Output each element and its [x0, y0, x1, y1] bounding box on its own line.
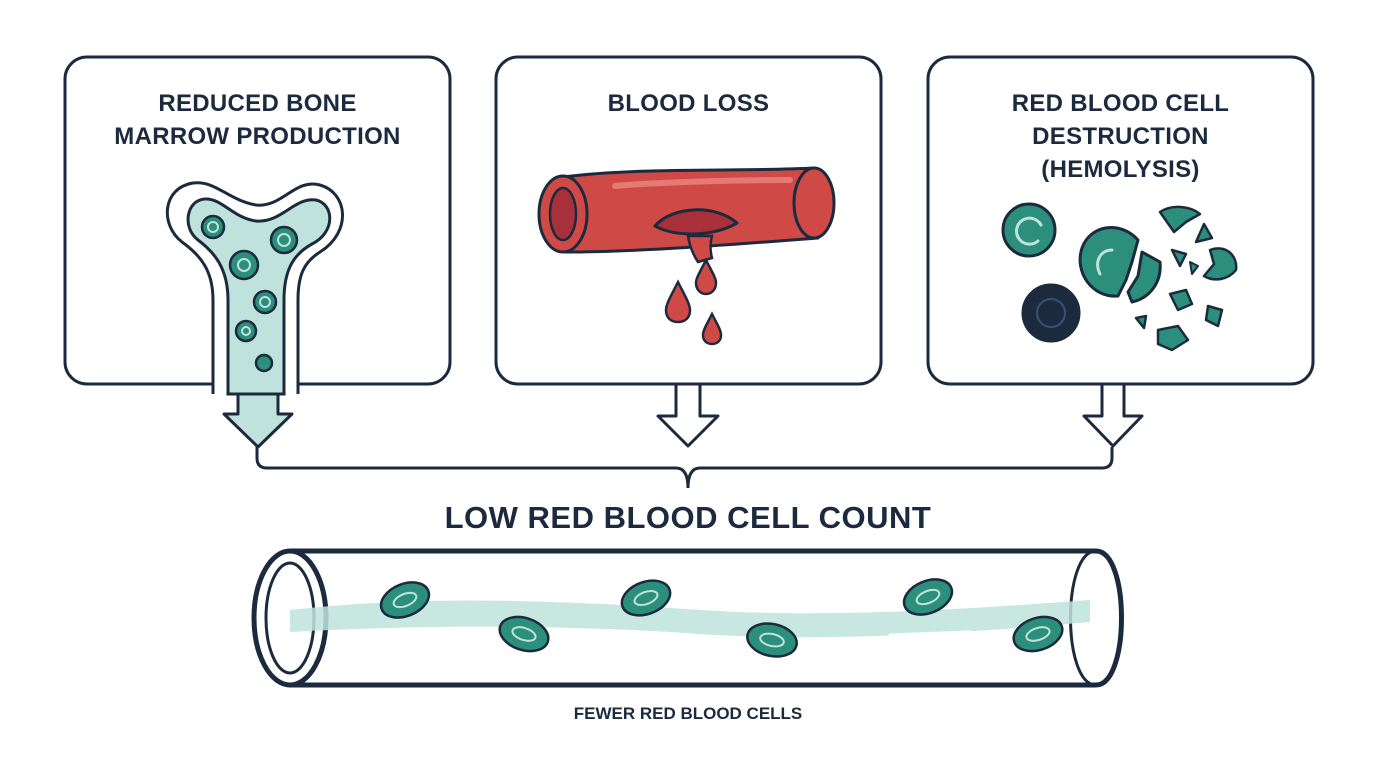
red-blood-cell-icon — [902, 578, 954, 616]
cause-title-bone-marrow: REDUCED BONE MARROW PRODUCTION — [114, 90, 401, 150]
connector-bracket — [255, 447, 1114, 489]
result-title: LOW RED BLOOD CELL COUNT — [444, 500, 932, 535]
arrow-down-icon — [1082, 382, 1144, 448]
red-blood-cell-icon — [498, 615, 550, 653]
red-blood-cell-icon — [746, 622, 798, 658]
bone-marrow-icon — [165, 181, 344, 396]
bleeding-vessel-icon — [537, 166, 836, 346]
arrow-down-icon — [656, 382, 720, 448]
hemolysis-icon — [1001, 202, 1238, 352]
red-blood-cell-icon — [379, 581, 431, 619]
cause-title-hemolysis: RED BLOOD CELL DESTRUCTION (HEMOLYSIS) — [1011, 90, 1230, 183]
red-blood-cell-icon — [620, 579, 672, 617]
cause-title-blood-loss: BLOOD LOSS — [607, 90, 770, 117]
result-caption: FEWER RED BLOOD CELLS — [573, 704, 803, 723]
blood-vessel-cells-icon — [251, 548, 1124, 688]
red-blood-cell-icon — [1012, 615, 1064, 653]
